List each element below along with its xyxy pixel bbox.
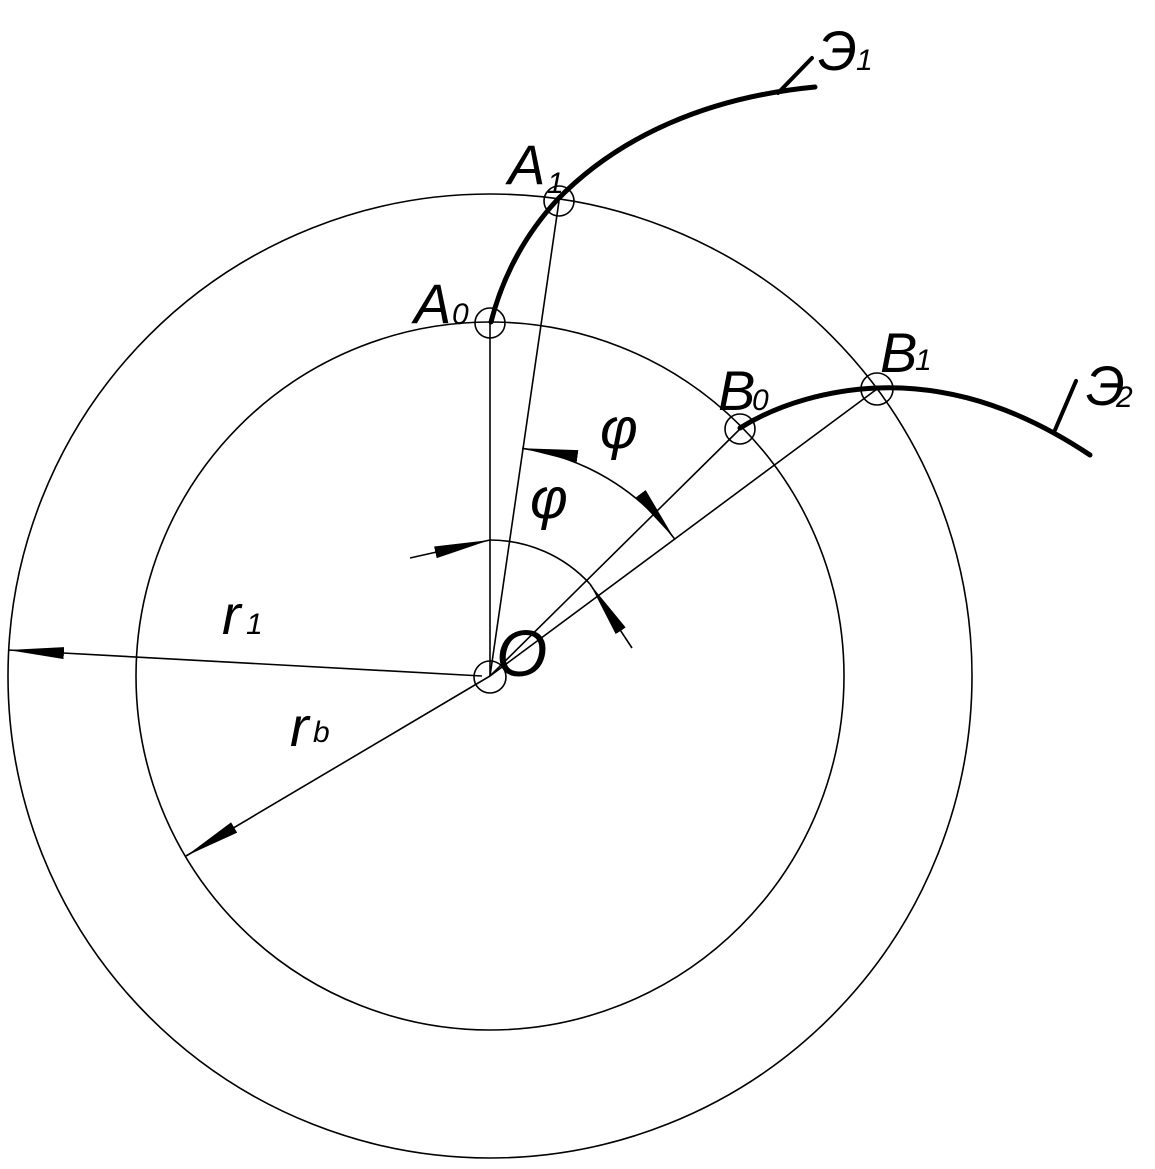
label-e2-sub: 2	[1115, 381, 1133, 414]
label-r1: r	[222, 583, 243, 646]
label-b1-sub: 1	[915, 344, 932, 377]
point-marker-a1	[543, 185, 575, 217]
line-o-b0	[489, 428, 741, 677]
label-a1: A	[505, 133, 545, 196]
line-o-b1	[489, 388, 878, 677]
tick-e2	[1053, 379, 1078, 432]
label-e2: Э	[1086, 354, 1125, 417]
point-marker-o	[473, 660, 507, 694]
label-a1-sub: 1	[547, 167, 564, 200]
angle-arc-upper	[521, 447, 675, 539]
label-angle-upper: φ	[600, 396, 638, 461]
outer-circle-r1	[7, 193, 973, 1159]
dimension-r1	[7, 647, 483, 677]
dimension-rb	[185, 675, 491, 857]
angle-leader-right	[589, 583, 633, 649]
angle-arc-lower	[489, 539, 591, 585]
label-rb-sub: b	[313, 716, 330, 749]
label-e1-sub: 1	[856, 44, 873, 77]
label-r1-sub: 1	[246, 608, 263, 641]
angle-leader-left	[409, 539, 491, 559]
point-marker-b0	[724, 413, 756, 445]
label-a0-sub: 0	[452, 298, 469, 331]
line-o-a1	[489, 200, 560, 677]
label-b0-sub: 0	[752, 384, 769, 417]
label-b0: B	[718, 359, 755, 422]
point-marker-a0	[474, 307, 506, 339]
label-b1: B	[880, 321, 917, 384]
involute-curve-e1	[488, 84, 818, 325]
label-angle-lower: φ	[530, 466, 568, 531]
label-rb: r	[290, 695, 311, 758]
label-e1: Э	[818, 19, 857, 82]
point-marker-b1	[860, 372, 894, 406]
label-a0: A	[411, 272, 451, 335]
involute-curve-e2	[737, 385, 1093, 458]
label-o: O	[496, 616, 547, 690]
tick-e1	[776, 56, 814, 95]
